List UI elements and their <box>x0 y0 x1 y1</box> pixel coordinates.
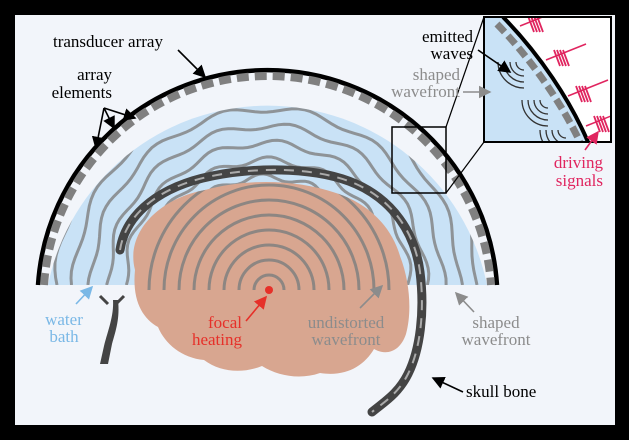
focal-heating-spot <box>265 286 273 294</box>
label-bath: bath <box>49 327 79 346</box>
label-wavefront-bottom: wavefront <box>462 330 531 349</box>
label-array: array <box>77 65 112 84</box>
label-wavefront-undistorted: wavefront <box>312 330 381 349</box>
label-heating: heating <box>192 330 243 349</box>
label-transducer-array: transducer array <box>53 32 163 51</box>
label-driving: driving <box>554 153 604 172</box>
label-waves: waves <box>431 44 473 63</box>
inset-detail <box>484 10 626 156</box>
label-skull-bone: skull bone <box>466 382 536 401</box>
label-wavefront-top: wavefront <box>391 82 460 101</box>
label-elements: elements <box>52 83 112 102</box>
label-signals: signals <box>556 171 603 190</box>
